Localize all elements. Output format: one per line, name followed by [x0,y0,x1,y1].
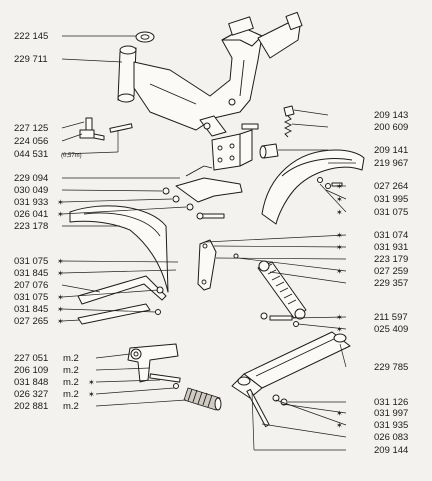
label-026327: 026 327 [14,389,48,400]
star-marker: ✶ [336,208,343,217]
bolts-group [162,187,225,220]
part-labels: 222 145 229 711 227 125 224 056 044 531 … [14,31,408,456]
star-marker: ✶ [336,267,343,276]
label-031935: 031 935 [374,420,408,431]
stay-223179 [197,239,239,291]
label-025409: 025 409 [374,324,408,335]
label-227051-m: m.2 [63,353,79,364]
star-marker: ✶ [336,421,343,430]
label-031126: 031 126 [374,397,408,408]
label-026041: 026 041 [14,209,48,220]
label-027259: 027 259 [374,266,408,277]
star-marker: ✶ [336,182,343,191]
label-026327-m: m.2 [63,389,79,400]
star-marker: ✶ [57,293,64,302]
label-031848: 031 848 [14,377,48,388]
label-227125: 227 125 [14,123,48,134]
star-marker: ✶ [57,269,64,278]
label-202881: 202 881 [14,401,48,412]
shock-absorber-229357 [257,260,307,320]
star-marker: ✶ [57,198,64,207]
front-mudguard-223178 [69,205,169,293]
label-031074: 031 074 [374,230,408,241]
star-marker: ✶ [336,195,343,204]
washer-222145 [135,31,155,43]
label-206109-m: m.2 [63,365,79,376]
star-marker: ✶ [57,210,64,219]
bushing-209141 [259,143,279,159]
star-marker: ✶ [336,313,343,322]
label-044531: 044 531 [14,149,48,160]
frame-bracket [211,123,259,171]
label-227051: 227 051 [14,353,48,364]
bolt-211597 [260,312,299,327]
label-224056: 224 056 [14,136,48,147]
label-207076: 207 076 [14,280,48,291]
label-044531-note: (0,57m) [61,153,82,159]
star-marker: ✶ [336,409,343,418]
label-031931: 031 931 [374,242,408,253]
spring-clip [283,105,295,138]
mudguard-bolts [317,177,343,189]
label-031933: 031 933 [14,197,48,208]
cable-fitting [79,117,133,141]
star-marker: ✶ [336,231,343,240]
label-031845-b: 031 845 [14,304,48,315]
stay-207076 [77,275,167,325]
label-030049: 030 049 [14,185,48,196]
footrest-bracket-227051 [127,343,181,383]
star-marker: ✶ [57,317,64,326]
label-229094: 229 094 [14,173,48,184]
frame-229711 [117,11,303,137]
label-027265: 027 265 [14,316,48,327]
leader-lines [61,35,356,451]
star-marker: ✶ [88,390,95,399]
star-marker: ✶ [88,378,95,387]
label-031845-a: 031 845 [14,268,48,279]
label-031075-right: 031 075 [374,207,408,218]
label-031075-a: 031 075 [14,256,48,267]
label-209143: 209 143 [374,110,408,121]
star-marker: ✶ [336,325,343,334]
label-031997: 031 997 [374,408,408,419]
label-229785: 229 785 [374,362,408,373]
label-229711: 229 711 [14,54,48,65]
star-marker: ✶ [57,257,64,266]
rear-mudguard-219967 [261,149,365,225]
label-223178: 223 178 [14,221,48,232]
label-027264: 027 264 [374,181,408,192]
label-223179: 223 179 [374,254,408,265]
label-200609: 200 609 [374,122,408,133]
footrest-rubber-202881 [173,383,222,411]
label-222145: 222 145 [14,31,48,42]
label-206109: 206 109 [14,365,48,376]
label-031075-b: 031 075 [14,292,48,303]
star-markers: ✶ ✶ ✶ ✶ ✶ ✶ ✶ ✶ ✶ ✶ ✶ ✶ ✶ ✶ ✶ ✶ ✶ ✶ ✶ [57,182,343,430]
label-031848-m: m.2 [63,377,79,388]
label-031995: 031 995 [374,194,408,205]
star-marker: ✶ [336,243,343,252]
star-marker: ✶ [57,305,64,314]
bracket-229094 [175,165,243,203]
label-209144: 209 144 [374,445,408,456]
label-211597: 211 597 [374,312,408,323]
swing-arm-229785 [231,331,351,399]
label-219967: 219 967 [374,158,408,169]
label-209141: 209 141 [374,145,408,156]
label-229357: 229 357 [374,278,408,289]
label-026083: 026 083 [374,432,408,443]
label-202881-m: m.2 [63,401,79,412]
